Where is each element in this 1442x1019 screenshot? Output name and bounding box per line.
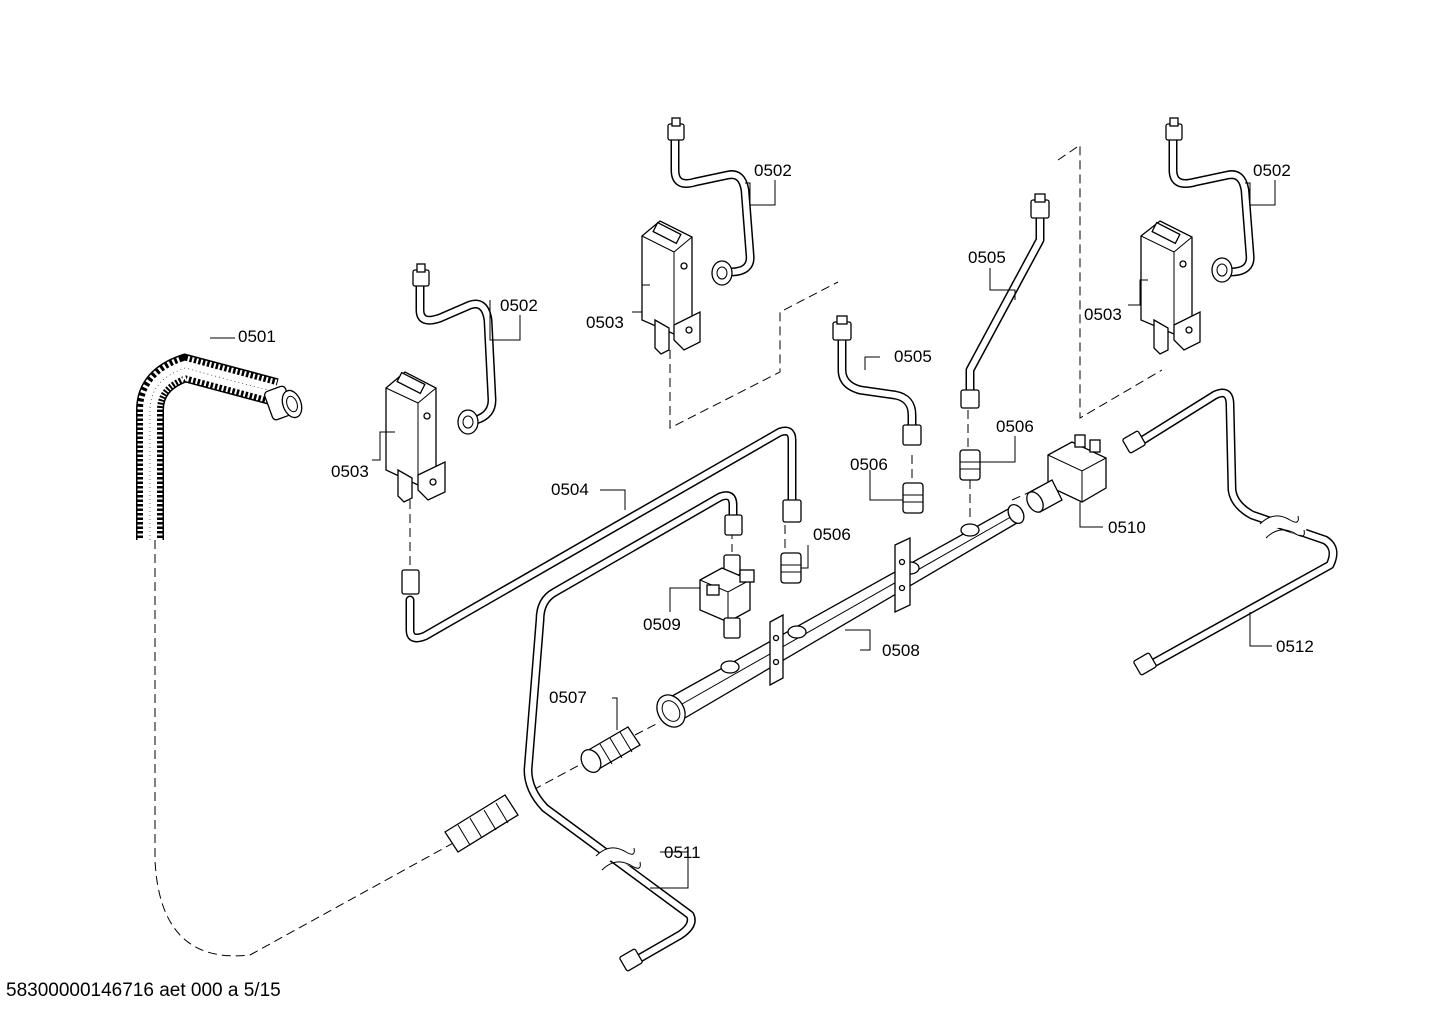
label-0506-center: 0506 xyxy=(850,455,888,474)
label-0501: 0501 xyxy=(238,327,276,346)
label-0502-left: 0502 xyxy=(500,296,538,315)
pipe-0505-upper xyxy=(960,193,1050,409)
label-0505-lower: 0505 xyxy=(894,347,932,366)
label-0506-left: 0506 xyxy=(813,525,851,544)
label-0505-upper: 0505 xyxy=(968,248,1006,267)
connector-0507 xyxy=(444,726,641,853)
pipe-0504 xyxy=(401,426,802,643)
label-0506-right: 0506 xyxy=(996,417,1034,436)
fittings-0506 xyxy=(780,449,981,584)
label-0508: 0508 xyxy=(882,641,920,660)
label-0503-middle: 0503 xyxy=(586,313,624,332)
label-0504: 0504 xyxy=(551,480,589,499)
label-0512: 0512 xyxy=(1276,637,1314,656)
part-labels: 0501 0502 0502 0502 0503 0503 0503 0504 … xyxy=(238,161,1314,862)
valve-set-right xyxy=(1140,117,1255,355)
leader-lines xyxy=(210,180,1276,889)
valve-set-left xyxy=(385,263,497,503)
label-0511: 0511 xyxy=(664,843,701,862)
valve-set-middle xyxy=(641,117,755,355)
label-0503-left: 0503 xyxy=(331,462,369,481)
manifold-0508 xyxy=(656,504,1025,728)
label-0510: 0510 xyxy=(1108,518,1146,537)
valve-0509 xyxy=(699,554,755,639)
flexible-hose-0501 xyxy=(136,353,303,540)
label-0503-right: 0503 xyxy=(1084,305,1122,324)
pipe-0511 xyxy=(523,491,743,972)
drawing-reference-number: 58300000146716 aet 000 a 5/15 xyxy=(6,980,281,1001)
valve-0510 xyxy=(1026,434,1107,513)
label-0502-right: 0502 xyxy=(1253,161,1291,180)
label-0507: 0507 xyxy=(549,688,587,707)
label-0502-middle: 0502 xyxy=(754,161,792,180)
pipe-0512 xyxy=(1122,388,1338,676)
pipe-0505-lower xyxy=(832,315,922,446)
label-0509: 0509 xyxy=(643,615,681,634)
